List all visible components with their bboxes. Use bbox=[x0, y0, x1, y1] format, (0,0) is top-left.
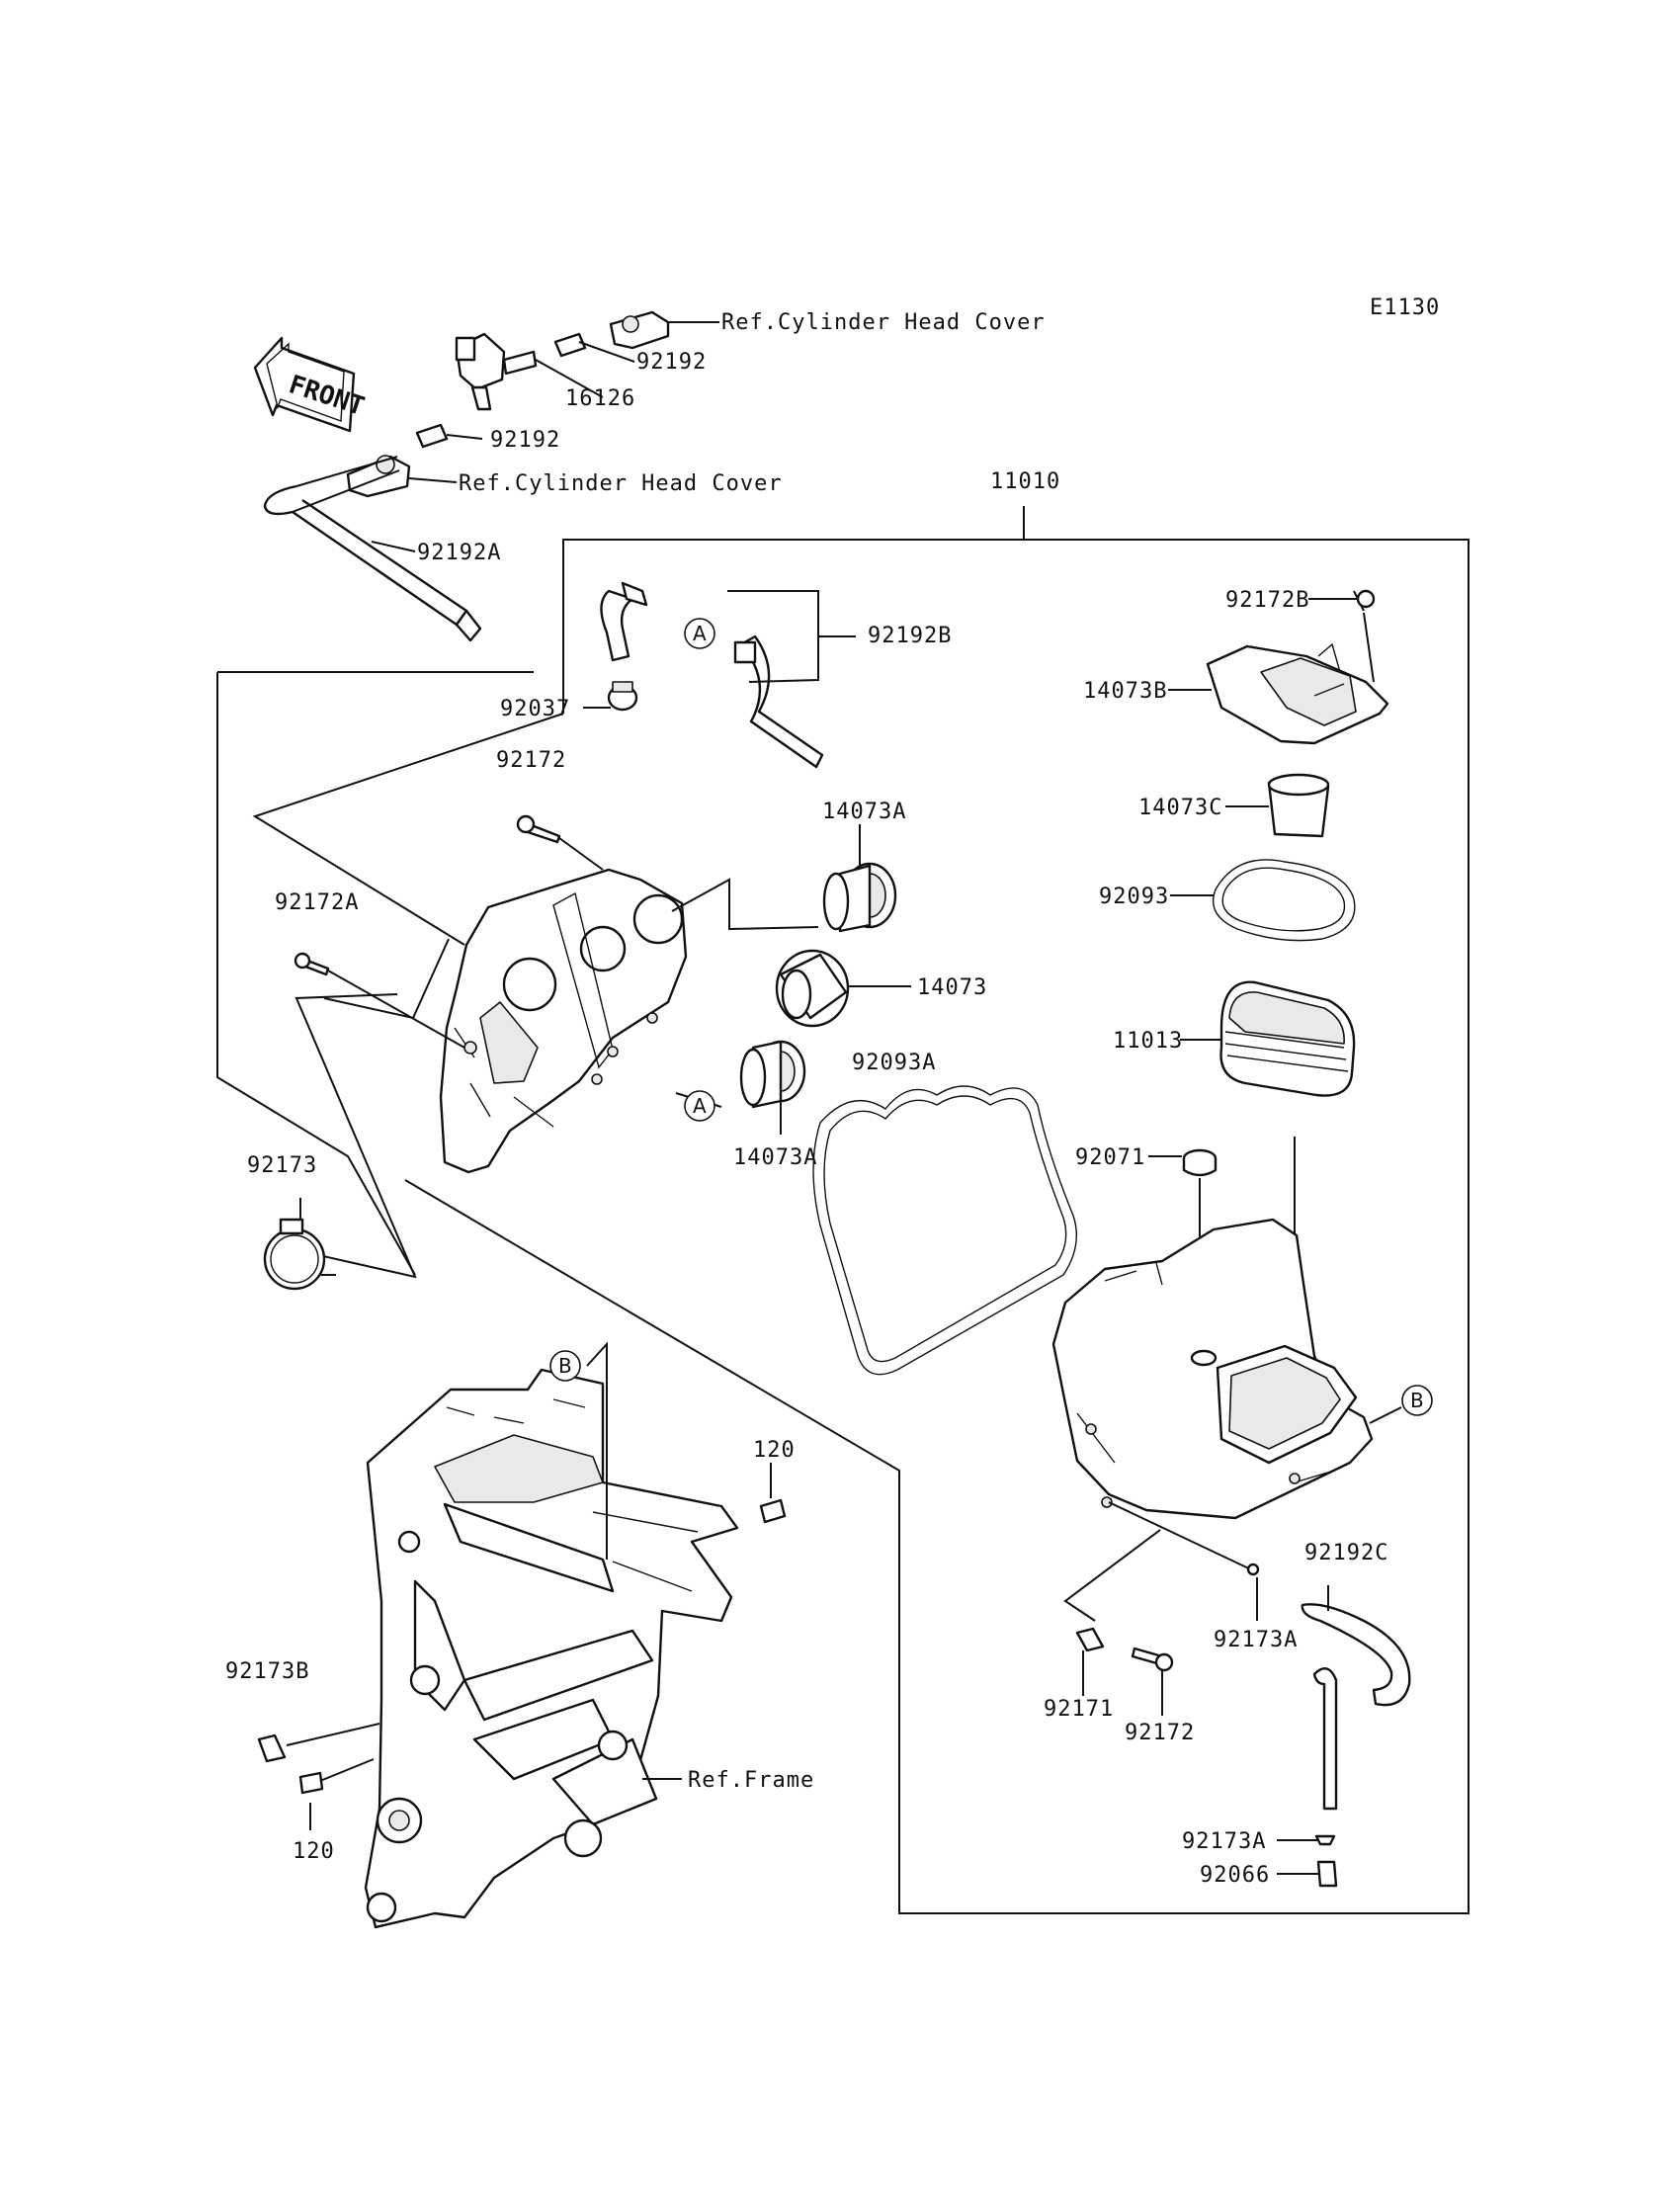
filter-ring-14073c bbox=[1267, 773, 1330, 838]
air-box-upper bbox=[294, 581, 824, 976]
diagram-code: E1130 bbox=[1370, 296, 1440, 320]
svg-text:B: B bbox=[558, 1354, 572, 1378]
label-92172-bot: 92172 bbox=[1125, 1721, 1195, 1745]
label-14073C: 14073C bbox=[1138, 796, 1222, 820]
throttle-housing bbox=[439, 868, 688, 1174]
air-filter-11013 bbox=[1219, 980, 1356, 1097]
gasket-92093a bbox=[812, 1085, 1078, 1376]
label-92173A-bot: 92173A bbox=[1182, 1829, 1266, 1854]
label-92071: 92071 bbox=[1075, 1145, 1145, 1170]
label-92192-a: 92192 bbox=[636, 350, 707, 375]
clamp-92173 bbox=[263, 1218, 326, 1291]
label-92173A-mid: 92173A bbox=[1214, 1628, 1298, 1652]
label-ref-head-cover-mid: Ref.Cylinder Head Cover bbox=[459, 471, 783, 496]
label-92172-top: 92172 bbox=[496, 748, 566, 773]
frame-fasteners bbox=[257, 1498, 787, 1795]
label-92037: 92037 bbox=[500, 697, 570, 721]
filter-cover-14073b bbox=[1206, 589, 1389, 745]
label-120-bot: 120 bbox=[293, 1839, 335, 1864]
label-92093A: 92093A bbox=[852, 1051, 936, 1075]
callout-a-2: A bbox=[684, 1090, 715, 1122]
label-92192A: 92192A bbox=[417, 541, 501, 565]
label-92171: 92171 bbox=[1044, 1697, 1114, 1722]
label-92093: 92093 bbox=[1099, 885, 1169, 909]
seal-92093 bbox=[1212, 859, 1356, 942]
label-92192C: 92192C bbox=[1304, 1541, 1388, 1565]
label-14073: 14073 bbox=[917, 975, 987, 1000]
svg-text:A: A bbox=[693, 622, 707, 645]
breather-hoses bbox=[263, 310, 670, 642]
label-92173: 92173 bbox=[247, 1153, 317, 1178]
callout-b-2: B bbox=[1369, 1385, 1433, 1424]
front-arrow-icon: FRONT bbox=[253, 336, 368, 433]
label-92172B: 92172B bbox=[1225, 588, 1309, 613]
label-ref-frame: Ref.Frame bbox=[688, 1768, 814, 1793]
leader-lines-left bbox=[216, 671, 564, 1279]
assembly-box-11010 bbox=[404, 506, 1470, 1914]
leader-lines-frame bbox=[286, 1341, 772, 1830]
label-14073A-bot: 14073A bbox=[733, 1145, 817, 1170]
label-92173B: 92173B bbox=[225, 1659, 309, 1684]
svg-text:A: A bbox=[693, 1094, 707, 1118]
air-box-lower bbox=[1051, 1218, 1374, 1520]
leader-lines-top bbox=[371, 321, 719, 552]
grommet-92071 bbox=[1182, 1148, 1218, 1177]
fasteners-bottom bbox=[1063, 1529, 1329, 1875]
callout-b-1: B bbox=[549, 1350, 581, 1382]
label-92066: 92066 bbox=[1200, 1863, 1270, 1888]
frame-assembly bbox=[364, 1368, 739, 1929]
callout-a-1: A bbox=[684, 618, 715, 649]
svg-text:B: B bbox=[1410, 1389, 1424, 1412]
label-14073B: 14073B bbox=[1083, 679, 1167, 704]
label-92172A: 92172A bbox=[275, 890, 359, 915]
label-14073A-top: 14073A bbox=[822, 800, 906, 824]
label-120-top: 120 bbox=[753, 1438, 796, 1463]
label-92192-b: 92192 bbox=[490, 428, 560, 453]
drain-hose-assembly bbox=[1108, 1501, 1411, 1888]
intake-ducts bbox=[739, 862, 897, 1109]
label-92192B: 92192B bbox=[868, 624, 952, 648]
label-16126: 16126 bbox=[565, 386, 635, 411]
label-ref-head-cover-top: Ref.Cylinder Head Cover bbox=[721, 310, 1046, 335]
label-11013: 11013 bbox=[1113, 1029, 1183, 1054]
label-11010: 11010 bbox=[990, 469, 1060, 494]
